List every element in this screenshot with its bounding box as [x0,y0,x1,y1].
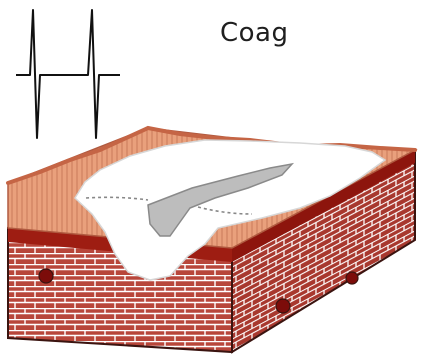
coag-waveform-icon [16,10,120,138]
tissue-cross-section-icon [8,128,415,352]
